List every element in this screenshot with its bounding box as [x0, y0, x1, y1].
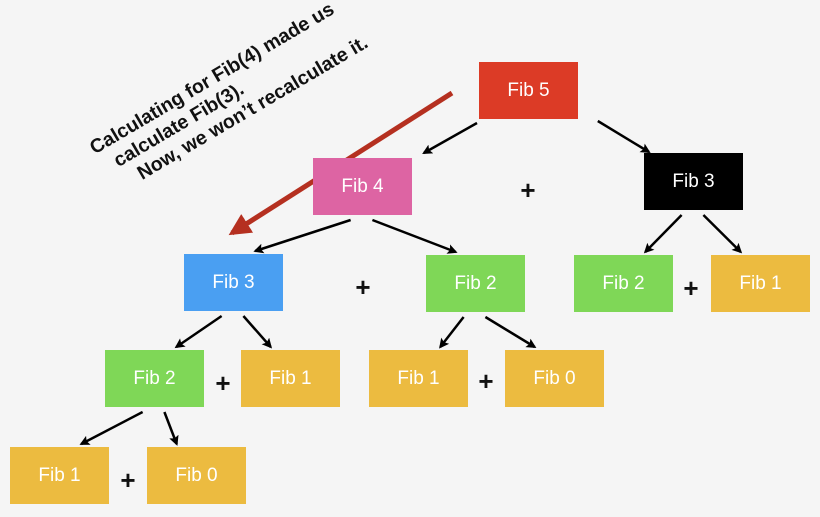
node-fib0-bottom: Fib 0: [147, 447, 246, 504]
node-fib3-left: Fib 3: [184, 254, 283, 311]
plus-sign: +: [520, 175, 536, 205]
node-fib1-left: Fib 1: [241, 350, 340, 407]
node-fib2-right: Fib 2: [574, 255, 673, 312]
plus-sign: +: [355, 272, 371, 302]
node-fib1-right: Fib 1: [711, 255, 810, 312]
edge-arrow-fib2-left-to-fib1-bottom: [79, 410, 144, 446]
edge-arrow-fib3-left-to-fib1-left: [242, 315, 273, 349]
node-fib1-mid: Fib 1: [369, 350, 468, 407]
node-fib2-mid: Fib 2: [426, 255, 525, 312]
plus-sign: +: [478, 366, 494, 396]
edge-arrow-fib5-to-fib4: [422, 121, 478, 155]
edge-arrow-fib4-to-fib2-mid: [371, 218, 458, 254]
edge-arrow-fib3-left-to-fib2-left: [174, 314, 223, 349]
plus-sign: +: [215, 368, 231, 398]
node-fib5: Fib 5: [479, 62, 578, 119]
node-fib0-mid: Fib 0: [505, 350, 604, 407]
edge-arrow-fib3-right-to-fib1-right: [702, 214, 743, 254]
node-fib3-right: Fib 3: [644, 153, 743, 210]
edge-arrow-fib3-right-to-fib2-right: [643, 214, 683, 254]
plus-sign: +: [683, 273, 699, 303]
edge-arrow-fib5-to-fib3-right: [597, 119, 651, 154]
plus-sign: +: [120, 465, 136, 495]
edge-arrow-fib4-to-fib3-left: [253, 218, 352, 254]
node-fib1-bottom: Fib 1: [10, 447, 109, 504]
node-fib2-left: Fib 2: [105, 350, 204, 407]
edge-arrow-fib2-mid-to-fib0-mid: [484, 315, 537, 349]
edge-arrow-fib2-mid-to-fib1-mid: [439, 316, 465, 349]
edge-arrow-fib2-left-to-fib0-bottom: [163, 411, 179, 446]
node-fib4: Fib 4: [313, 158, 412, 215]
